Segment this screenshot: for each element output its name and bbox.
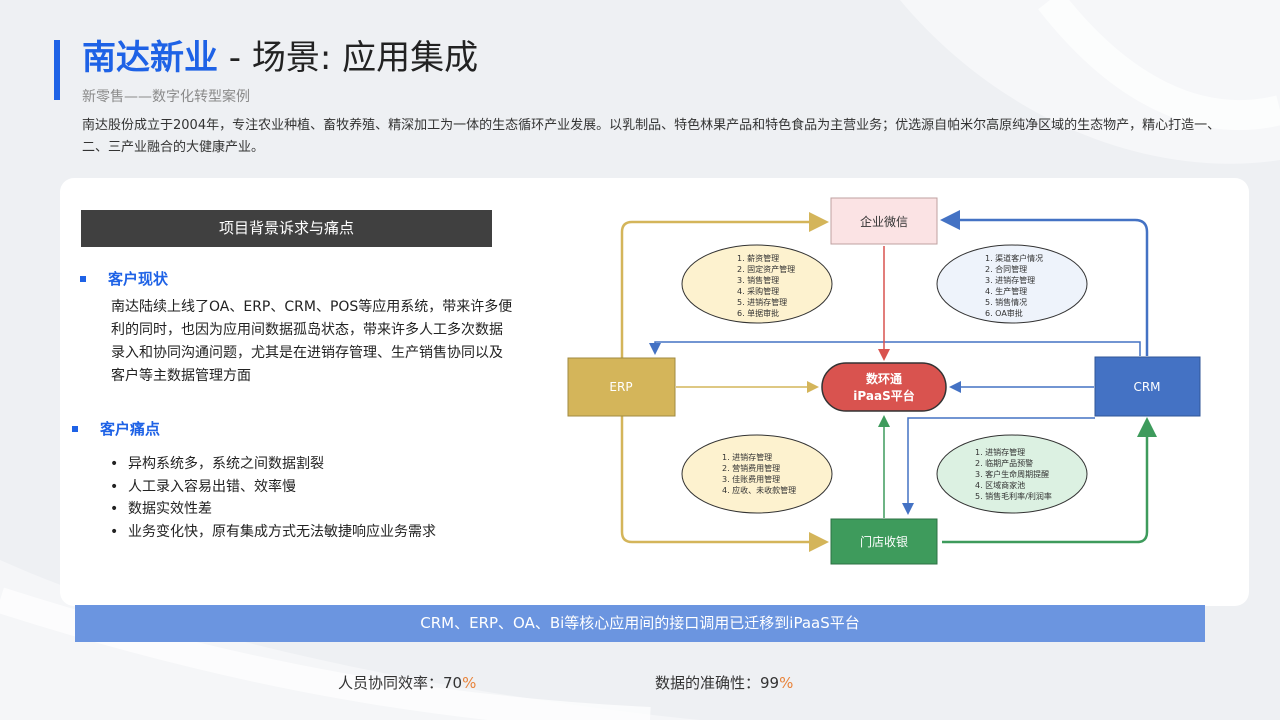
feature-item: 5. 进销存管理 [737, 297, 787, 307]
feature-item: 5. 销售毛利率/利润率 [975, 491, 1052, 501]
ellipse-bottom-right-items: 1. 进销存管理 2. 临期产品预警 3. 客户生命周期提醒 4. 区域商家池 … [975, 447, 1052, 501]
crm-to-store-line [902, 417, 1095, 515]
feature-item: 6. OA审批 [985, 308, 1023, 318]
metric-unit: % [779, 674, 794, 692]
summary-banner: CRM、ERP、OA、Bi等核心应用间的接口调用已迁移到iPaaS平台 [75, 605, 1205, 642]
feature-item: 4. 应收、未收款管理 [722, 485, 796, 495]
ellipse-bottom-left-items: 1. 进销存管理 2. 营销费用管理 3. 佳账费用管理 4. 应收、未收款管理 [722, 452, 796, 495]
feature-item: 6. 单据审批 [737, 308, 779, 318]
erp-to-wechat-line [620, 212, 829, 358]
store-node [830, 518, 938, 565]
feature-item: 1. 薪资管理 [737, 253, 779, 263]
hub-label-line1: 数环通 [866, 371, 902, 386]
pain-point-item: 异构系统多，系统之间数据割裂 [110, 453, 436, 476]
crm-label: CRM [1133, 380, 1160, 394]
status-heading: 客户现状 [108, 270, 169, 288]
title-text: 场景: 应用集成 [251, 38, 479, 78]
ellipse-bottom-right [936, 434, 1088, 514]
feature-item: 1. 渠道客户情况 [985, 253, 1043, 263]
ellipse-top-left [681, 244, 833, 324]
crm-to-wechat-line [940, 210, 1149, 356]
feature-item: 2. 营销费用管理 [722, 463, 780, 473]
wechat-label: 企业微信 [860, 214, 908, 229]
feature-item: 2. 合同管理 [985, 264, 1027, 274]
bullet-square-icon [80, 276, 86, 282]
feature-item: 2. 固定资产管理 [737, 264, 795, 274]
feature-item: 5. 销售情况 [985, 297, 1027, 307]
feature-item: 4. 采购管理 [737, 286, 779, 296]
feature-item: 4. 生产管理 [985, 286, 1027, 296]
feature-item: 3. 销售管理 [737, 275, 779, 285]
feature-item: 1. 进销存管理 [975, 447, 1025, 457]
page-subtitle: 新零售——数字化转型案例 [82, 89, 250, 105]
metric-collaboration: 人员协同效率：70% [338, 672, 476, 693]
title-separator: - [218, 38, 252, 78]
feature-item: 1. 进销存管理 [722, 452, 772, 462]
section-header: 项目背景诉求与痛点 [81, 210, 492, 247]
metric-label: 数据的准确性： [655, 674, 761, 692]
pain-heading: 客户痛点 [100, 420, 161, 438]
ellipse-top-right [936, 244, 1088, 324]
ellipse-top-right-items: 1. 渠道客户情况 2. 合同管理 3. 进销存管理 4. 生产管理 5. 销售… [985, 253, 1043, 318]
crm-node [1094, 356, 1201, 417]
wechat-node [830, 197, 938, 245]
company-intro: 南达股份成立于2004年，专注农业种植、畜牧养殖、精深加工为一体的生态循环产业发… [82, 118, 1221, 155]
ellipse-bottom-left [681, 434, 833, 514]
feature-item: 4. 区域商家池 [975, 480, 1025, 490]
feature-item: 3. 进销存管理 [985, 275, 1035, 285]
metric-value: 99 [760, 674, 780, 692]
store-label: 门店收银 [860, 534, 908, 549]
store-to-crm-line [942, 417, 1157, 544]
erp-node [567, 357, 676, 417]
feature-item: 2. 临期产品预警 [975, 458, 1033, 468]
pain-point-item: 人工录入容易出错、效率慢 [110, 476, 436, 499]
pain-point-item: 业务变化快，原有集成方式无法敏捷响应业务需求 [110, 521, 436, 544]
feature-item: 3. 佳账费用管理 [722, 474, 780, 484]
metric-accuracy: 数据的准确性：99% [655, 672, 793, 693]
ipaas-hub [821, 362, 947, 412]
erp-label: ERP [609, 380, 632, 394]
metric-value: 70 [443, 674, 463, 692]
metric-label: 人员协同效率： [338, 674, 444, 692]
metric-unit: % [462, 674, 477, 692]
feature-item: 3. 客户生命周期提醒 [975, 469, 1049, 479]
hub-label-line2: iPaaS平台 [853, 388, 914, 403]
integration-diagram: 企业微信 ERP CRM 门店收银 数环通 iPaaS平台 1. 薪资管理 2.… [567, 197, 1201, 565]
crm-to-erp-line [649, 341, 1141, 356]
ellipse-top-left-items: 1. 薪资管理 2. 固定资产管理 3. 销售管理 4. 采购管理 5. 进销存… [737, 253, 795, 318]
erp-to-store-line [620, 416, 829, 552]
page-title: 南达新业 - 场景: 应用集成 [82, 36, 478, 80]
pain-points-list: 异构系统多，系统之间数据割裂 人工录入容易出错、效率慢 数据实效性差 业务变化快… [110, 453, 436, 543]
bullet-square-icon [72, 426, 78, 432]
brand-name: 南达新业 [82, 38, 218, 78]
pain-point-item: 数据实效性差 [110, 498, 436, 521]
title-accent-bar [54, 40, 60, 100]
status-text: 南达陆续上线了OA、ERP、CRM、POS等应用系统，带来许多便利的同时，也因为… [111, 299, 513, 384]
